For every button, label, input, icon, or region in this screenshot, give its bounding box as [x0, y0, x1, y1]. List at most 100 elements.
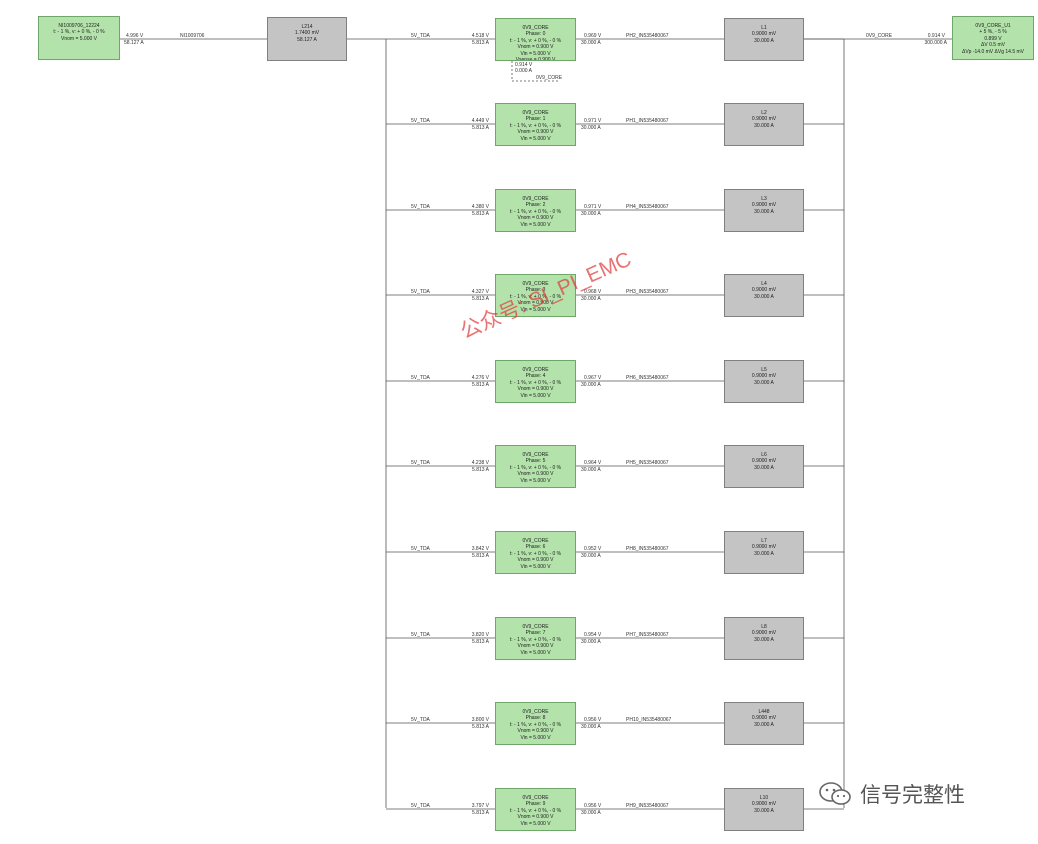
box-text-line: 0.9000 mV	[751, 31, 777, 38]
box-text-line: Phase: 6	[525, 544, 546, 551]
box-text-line: Vin = 5.000 V	[520, 50, 551, 57]
box-text-line: 30.000 A	[754, 550, 774, 557]
box-text-line: 0.9000 mV	[751, 287, 777, 294]
phase-output-net-label: PH10_IN535480067	[626, 717, 672, 723]
box-text-line: Vnom = 0.900 V	[517, 814, 554, 821]
box-text-line: 0.9000 mV	[751, 116, 777, 123]
phase-input-current-label: 5.813 A	[472, 467, 489, 473]
box-text-line: 1.7400 mV	[294, 30, 320, 37]
sense-net-label: 0V9_CORE	[536, 75, 563, 81]
phase-output-net-label: PH5_IN535480067	[626, 460, 669, 466]
phase-input-current-label: 5.813 A	[472, 553, 489, 559]
phase-input-voltage-label: 4.380 V	[471, 204, 489, 210]
box-text-line: Vnom = 5.000 V	[61, 35, 97, 42]
phase-output-current-label: 30.000 A	[581, 125, 601, 131]
box-text-line: L6	[761, 452, 767, 458]
phase-input-net-label: 5V_TDA	[411, 375, 430, 381]
phase-output-voltage-label: 0.971 V	[584, 118, 602, 124]
phase-input-net-label: 5V_TDA	[411, 204, 430, 210]
box-text-line: Vin = 5.000 V	[520, 563, 551, 570]
box-text-line: 0V9_CORE	[522, 196, 549, 202]
box-text-line: Vin = 5.000 V	[520, 135, 551, 142]
box-text-line: L10	[759, 795, 769, 801]
box-text-line: Phase: 4	[525, 373, 546, 380]
box-text-line: Vnom = 0.900 V	[517, 471, 554, 478]
phase-input-net-label: 5V_TDA	[411, 289, 430, 295]
phase-input-voltage-label: 4.238 V	[471, 460, 489, 466]
phase-input-net-label: 5V_TDA	[411, 460, 430, 466]
phase-output-net-label: PH9_IN535480067	[626, 803, 669, 809]
source-net-label: NI1009706	[180, 33, 205, 39]
box-text-line: Phase: 5	[525, 458, 546, 465]
source-current-label: 58.127 A	[124, 40, 144, 46]
box-text-line: 30.000 A	[754, 293, 774, 300]
box-text-line: Vin = 5.000 V	[520, 392, 551, 399]
box-text-line: 30.000 A	[754, 208, 774, 215]
phase-output-voltage-label: 0.952 V	[584, 546, 602, 552]
phase-output-current-label: 30.000 A	[581, 467, 601, 473]
box-text-line: 0.9000 mV	[751, 202, 777, 209]
phase-output-voltage-label: 0.967 V	[584, 375, 602, 381]
rail-voltage-label: 0.914 V	[927, 33, 945, 39]
phase-input-current-label: 5.813 A	[472, 296, 489, 302]
phase-input-current-label: 5.813 A	[472, 40, 489, 46]
phase-output-voltage-label: 0.971 V	[584, 204, 602, 210]
box-text-line: Vnom = 0.900 V	[517, 129, 554, 136]
box-text-line: Phase: 0	[525, 31, 546, 38]
phase-output-voltage-label: 0.954 V	[584, 632, 602, 638]
box-text-line: 30.000 A	[754, 464, 774, 471]
phase-output-net-label: PH7_IN535480067	[626, 632, 669, 638]
sense-voltage-label: 0.914 V	[515, 62, 533, 68]
box-text-line: Vnom = 0.900 V	[517, 728, 554, 735]
box-text-line: t: - 1 %, v: + 0 %, - 0 %	[53, 29, 105, 36]
box-text-line: 0.9000 mV	[751, 458, 777, 465]
box-text-line: 0V9_CORE	[522, 538, 549, 544]
phase-output-current-label: 30.000 A	[581, 382, 601, 388]
box-text-line: 30.000 A	[754, 379, 774, 386]
box-text-line: 30.000 A	[754, 807, 774, 814]
phase-input-net-label: 5V_TDA	[411, 632, 430, 638]
phase-output-current-label: 30.000 A	[581, 810, 601, 816]
box-text-line: Phase: 1	[525, 116, 546, 123]
box-text-line: 30.000 A	[754, 636, 774, 643]
phase-output-net-label: PH1_IN535480067	[626, 118, 669, 124]
phase-input-current-label: 5.813 A	[472, 382, 489, 388]
phase-output-voltage-label: 0.968 V	[584, 289, 602, 295]
box-text-line: L7	[761, 538, 767, 544]
phase-output-net-label: PH8_IN535480067	[626, 546, 669, 552]
box-text-line: 58.127 A	[297, 36, 317, 43]
box-text-line: 0V9_CORE	[522, 281, 549, 287]
box-text-line: t: - 1 %, v: + 0 %, - 0 %	[509, 807, 562, 814]
phase-output-voltage-label: 0.956 V	[584, 717, 602, 723]
box-text-line: t: - 1 %, v: + 0 %, - 0 %	[509, 37, 562, 44]
box-text-line: t: - 1 %, v: + 0 %, - 0 %	[509, 721, 562, 728]
phase-input-net-label: 5V_TDA	[411, 118, 430, 124]
box-text-line: 0V9_CORE	[522, 795, 549, 801]
rail-current-label: 300.000 A	[924, 40, 947, 46]
box-text-line: Vin = 5.000 V	[520, 649, 551, 656]
phase-input-voltage-label: 3.800 V	[471, 717, 489, 723]
